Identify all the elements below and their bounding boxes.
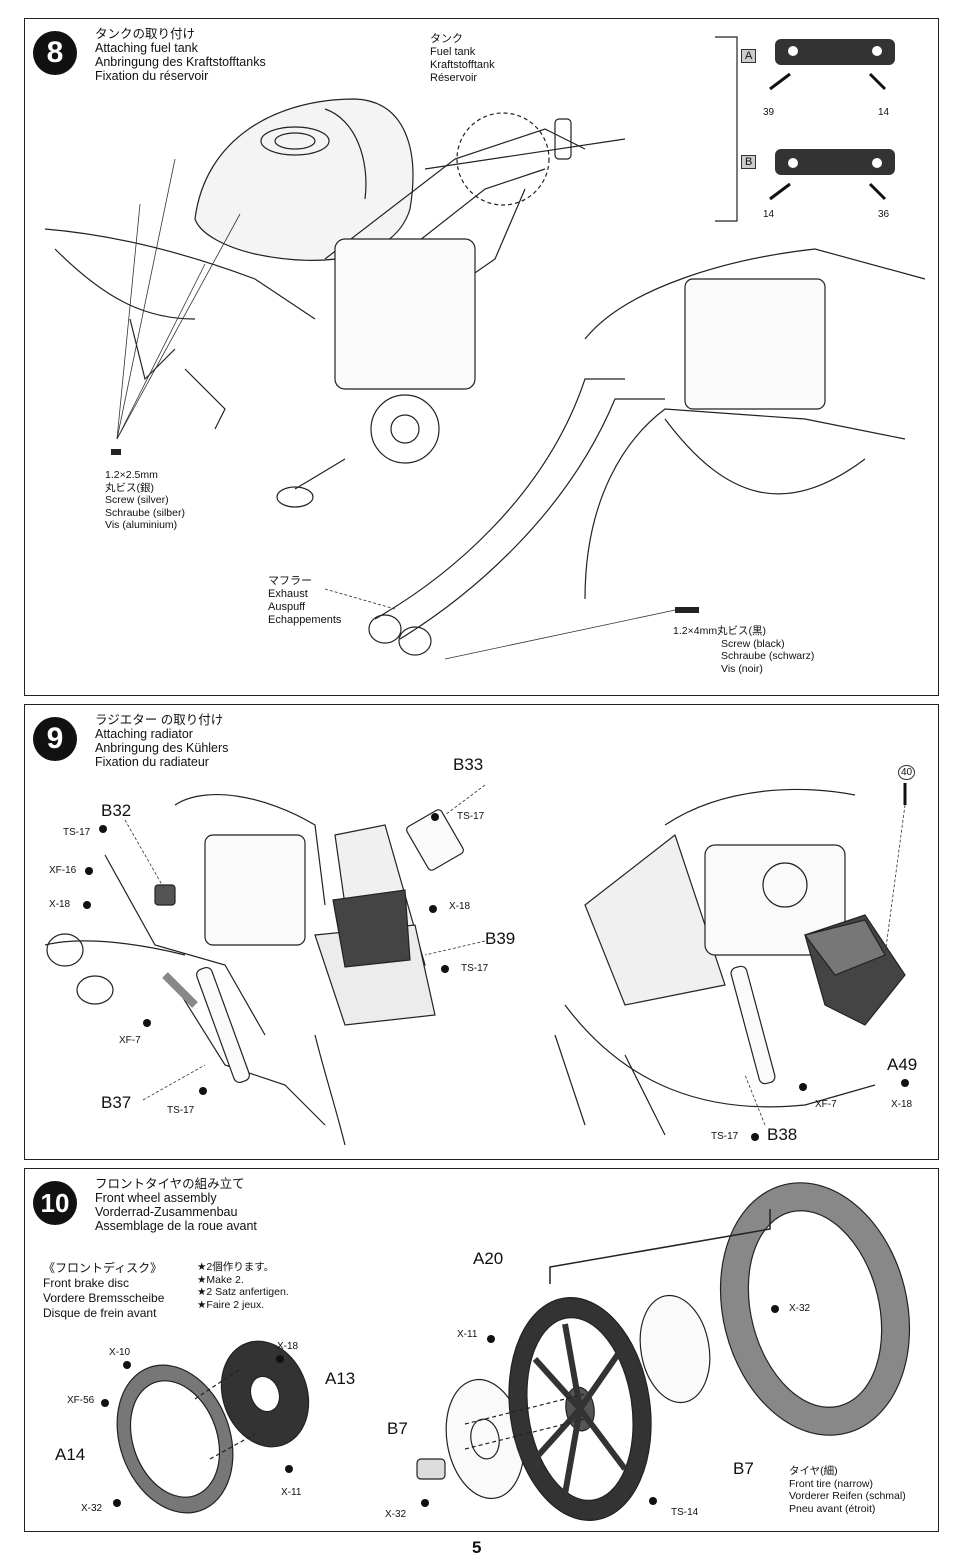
paint-xf7-a: XF-7 [119, 1035, 141, 1046]
tank-fr: Réservoir [430, 72, 478, 84]
part-39: 39 [763, 107, 775, 118]
disc-label: 《フロントディスク》 Front brake disc Vordere Brem… [43, 1261, 164, 1321]
disc-de: Vordere Bremsscheibe [43, 1291, 165, 1305]
page-number: 5 [472, 1538, 482, 1557]
screw1-fr: Vis (aluminium) [105, 519, 178, 531]
tank-label: タンク Fuel tank Kraftstofftank Réservoir [430, 33, 495, 85]
screw2-en: Screw (black) [721, 637, 785, 650]
title-en: Attaching radiator [95, 727, 193, 741]
make2-en: ★Make 2. [197, 1273, 244, 1286]
title-de: Anbringung des Kühlers [95, 741, 229, 755]
exhaust-fr: Echappements [268, 614, 342, 626]
tire-en: Front tire (narrow) [789, 1477, 874, 1490]
title-fr: Fixation du radiateur [95, 755, 209, 769]
part-36: 36 [878, 209, 890, 220]
tank-ja: タンク [430, 33, 463, 45]
tire-label: タイヤ(細) Front tire (narrow) Vorderer Reif… [789, 1465, 906, 1515]
part-b37: B37 [101, 1093, 132, 1112]
inset-b-label: B [741, 155, 757, 169]
make2-de: ★2 Satz anfertigen. [197, 1286, 289, 1298]
step-title: ラジエター の取り付け Attaching radiator Anbringun… [95, 713, 228, 769]
paint-x18-c: X-18 [891, 1099, 913, 1110]
paint-xf16: XF-16 [49, 865, 77, 876]
paint-x18-a: X-18 [49, 899, 71, 910]
part-b39: B39 [485, 929, 516, 948]
disc-fr: Disque de frein avant [43, 1306, 157, 1320]
part-b32: B32 [101, 801, 132, 820]
make2-fr: ★Faire 2 jeux. [197, 1298, 265, 1311]
paint-ts17-e: TS-17 [711, 1131, 739, 1142]
paint-x32-c: X-32 [789, 1303, 811, 1314]
title-de: Vorderrad-Zusammenbau [95, 1205, 238, 1219]
screw1-size: 1.2×2.5mm [105, 469, 158, 481]
part-b7-a: B7 [387, 1419, 408, 1438]
screw2-de: Schraube (schwarz) [721, 650, 815, 662]
part-a20: A20 [473, 1249, 504, 1268]
part-b7-b: B7 [733, 1459, 754, 1478]
step-9-panel: 9 ラジエター の取り付け Attaching radiator Anbring… [24, 704, 939, 1160]
paint-xf56: XF-56 [67, 1395, 95, 1406]
part-a49: A49 [887, 1055, 918, 1074]
screw1-ja: 丸ビス(銀) [105, 481, 154, 494]
screw2-size: 1.2×4mm丸ビス(黒) [673, 625, 767, 637]
make2-ja: ★2個作ります。 [197, 1261, 275, 1273]
step-number: 8 [33, 31, 77, 75]
part-40: 40 [898, 765, 916, 780]
part-b33: B33 [453, 755, 484, 774]
step-8-panel: 8 タンクの取り付け Attaching fuel tank Anbringun… [24, 18, 939, 696]
paint-xf7-b: XF-7 [815, 1099, 837, 1110]
title-en: Front wheel assembly [95, 1191, 217, 1205]
paint-x10: X-10 [109, 1347, 131, 1358]
title-ja: タンクの取り付け [95, 27, 196, 41]
screw-silver-label: 1.2×2.5mm 丸ビス(銀) Screw (silver) Schraube… [105, 469, 185, 532]
title-ja: フロントタイヤの組み立て [95, 1177, 245, 1191]
paint-x32-b: X-32 [385, 1509, 407, 1520]
title-fr: Fixation du réservoir [95, 69, 209, 83]
tank-en: Fuel tank [430, 46, 476, 58]
step-title: フロントタイヤの組み立て Front wheel assembly Vorder… [95, 1177, 257, 1233]
tire-de: Vorderer Reifen (schmal) [789, 1490, 906, 1502]
title-de: Anbringung des Kraftstofftanks [95, 55, 266, 69]
part-14: 14 [878, 107, 890, 118]
paint-ts17-b: TS-17 [167, 1105, 195, 1116]
screw1-de: Schraube (silber) [105, 506, 185, 519]
paint-x11-a: X-11 [281, 1487, 302, 1498]
paint-x32-a: X-32 [81, 1503, 103, 1514]
title-en: Attaching fuel tank [95, 41, 198, 55]
paint-x18: X-18 [277, 1341, 299, 1352]
step-title: タンクの取り付け Attaching fuel tank Anbringung … [95, 27, 266, 83]
step-8-illustration [44, 36, 926, 660]
part-a13: A13 [325, 1369, 356, 1388]
tire-fr: Pneu avant (étroit) [789, 1502, 876, 1515]
paint-ts17-a: TS-17 [63, 827, 91, 838]
part-b38: B38 [767, 1125, 798, 1144]
tank-de: Kraftstofftank [430, 59, 495, 71]
step-9-illustration [44, 783, 909, 1146]
tire-ja: タイヤ(細) [789, 1465, 838, 1477]
screw1-en: Screw (silver) [105, 494, 169, 506]
paint-ts17-d: TS-17 [461, 963, 489, 974]
part-14b: 14 [763, 209, 775, 220]
step-10-illustration [101, 1182, 911, 1521]
paint-x18-b: X-18 [449, 901, 471, 912]
make-two-note: ★2個作ります。 ★Make 2. ★2 Satz anfertigen. ★F… [197, 1261, 289, 1311]
exhaust-ja: マフラー [268, 575, 312, 587]
disc-ja: 《フロントディスク》 [43, 1261, 163, 1275]
title-ja: ラジエター の取り付け [95, 713, 224, 727]
paint-ts14: TS-14 [671, 1507, 699, 1518]
exhaust-de: Auspuff [268, 601, 306, 613]
step-number: 9 [33, 717, 77, 761]
screw2-fr: Vis (noir) [721, 662, 763, 675]
screw-black-label: 1.2×4mm丸ビス(黒) Screw (black) Schraube (sc… [673, 625, 814, 675]
step-10-panel: 10 フロントタイヤの組み立て Front wheel assembly Vor… [24, 1168, 939, 1532]
step-number: 10 [33, 1181, 77, 1225]
disc-en: Front brake disc [43, 1276, 130, 1290]
inset-a-label: A [741, 49, 757, 63]
exhaust-label: マフラー Exhaust Auspuff Echappements [268, 575, 341, 627]
paint-x11-b: X-11 [457, 1329, 478, 1340]
title-fr: Assemblage de la roue avant [95, 1219, 257, 1233]
paint-ts17-c: TS-17 [457, 811, 485, 822]
part-a14: A14 [55, 1445, 86, 1464]
exhaust-en: Exhaust [268, 588, 308, 600]
